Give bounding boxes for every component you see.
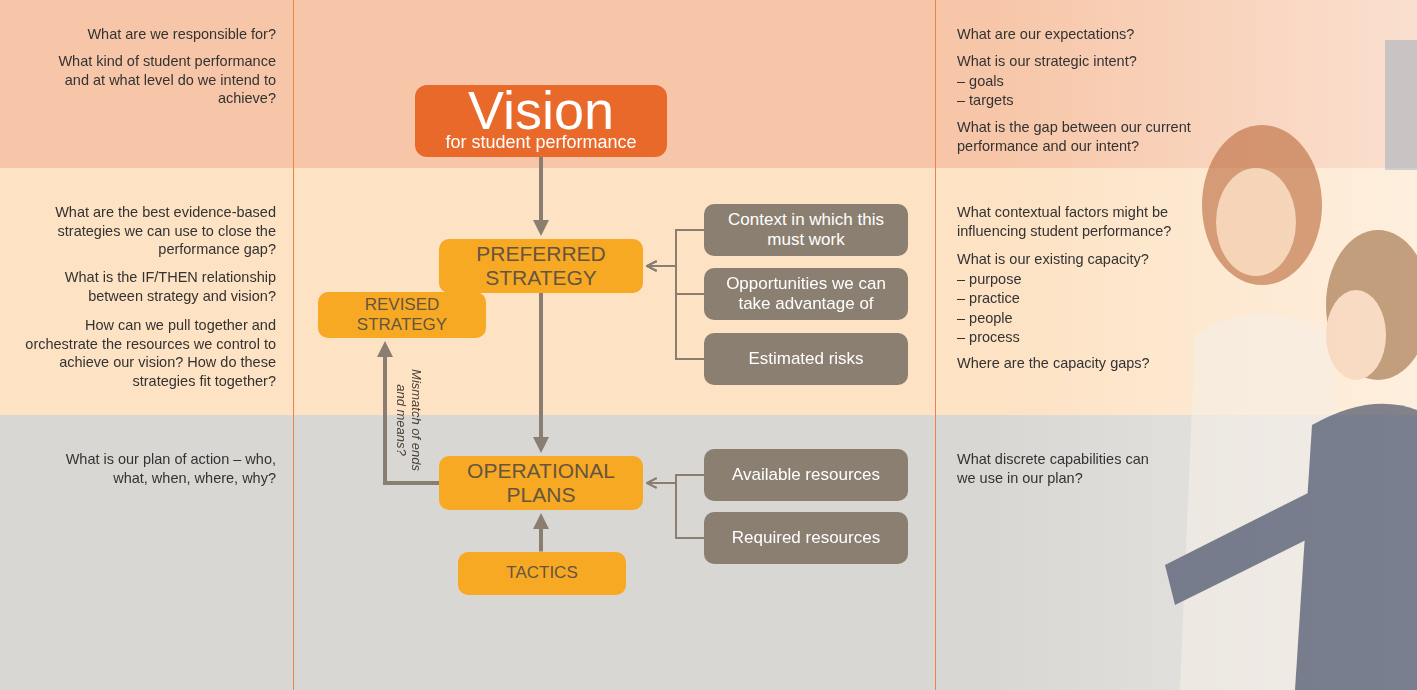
connector-arrow — [647, 230, 704, 266]
box-text: PREFERRED STRATEGY — [447, 242, 635, 290]
vision-box: Visionfor student performance — [415, 85, 667, 157]
reflection-question: What are our expectations? — [957, 25, 1219, 44]
column-rule — [293, 0, 294, 690]
student-arm — [1165, 482, 1342, 605]
reflection-question: – purpose — [957, 270, 1219, 289]
strategy-box: PREFERRED STRATEGY — [439, 239, 643, 293]
reflection-question: What is our existing capacity? — [957, 250, 1219, 269]
guiding-question: What is the IF/THEN relationship between… — [51, 268, 276, 305]
box-text: Required resources — [732, 528, 880, 548]
connector-arrow — [539, 293, 543, 437]
photo-illustration — [1165, 40, 1417, 690]
reflection-question: Where are the capacity gaps? — [957, 354, 1219, 373]
teacher-hair — [1202, 125, 1322, 285]
connector-arrow — [539, 157, 543, 220]
reflection-question: – practice — [957, 289, 1219, 308]
student-top — [1295, 404, 1417, 690]
column-rule — [935, 0, 936, 690]
edge-label: Mismatch of ends and means? — [394, 358, 424, 483]
box-text: TACTICS — [506, 563, 577, 583]
guiding-question: How can we pull together and orchestrate… — [16, 316, 276, 390]
photo-fade — [990, 0, 1417, 690]
connector-arrow — [539, 529, 543, 552]
tactics-box: TACTICS — [458, 552, 626, 595]
factor-box: Context in which this must work — [704, 204, 908, 256]
reflection-question: What discrete capabilities can we use in… — [957, 450, 1157, 487]
student-hair — [1326, 230, 1417, 380]
reflection-question: What is our strategic intent? — [957, 52, 1219, 71]
reflection-question: What contextual factors might be influen… — [957, 203, 1197, 240]
poster — [1385, 40, 1417, 170]
guiding-question: What is our plan of action – who, what, … — [41, 450, 276, 487]
box-text: Context in which this must work — [714, 210, 898, 250]
box-text: REVISED STRATEGY — [326, 295, 478, 335]
plans-box: OPERATIONAL PLANS — [439, 456, 643, 510]
reflection-question: What is the gap between our current perf… — [957, 118, 1212, 155]
guiding-question: What kind of student performance and at … — [51, 52, 276, 108]
resource-box: Available resources — [704, 449, 908, 501]
reflection-question: – people — [957, 309, 1219, 328]
box-text: OPERATIONAL PLANS — [447, 459, 635, 507]
factor-box: Estimated risks — [704, 333, 908, 385]
connector-arrow — [385, 357, 439, 483]
box-text: Opportunities we can take advantage of — [714, 274, 898, 314]
box-text: Available resources — [732, 465, 880, 485]
guiding-question: What are we responsible for? — [26, 25, 276, 44]
box-text: Vision — [468, 87, 614, 133]
connector-arrow — [647, 266, 704, 359]
resource-box: Required resources — [704, 512, 908, 564]
reflection-question: – goals — [957, 72, 1219, 91]
box-subtitle: for student performance — [445, 133, 636, 152]
teacher-face — [1216, 168, 1296, 276]
revised-strategy-box: REVISED STRATEGY — [318, 292, 486, 338]
connector-arrow — [647, 475, 704, 483]
reflection-question: – targets — [957, 91, 1219, 110]
factor-box: Opportunities we can take advantage of — [704, 268, 908, 320]
box-text: Estimated risks — [748, 349, 863, 369]
connector-arrow — [647, 483, 704, 538]
guiding-question: What are the best evidence-based strateg… — [31, 203, 276, 259]
reflection-question: – process — [957, 328, 1219, 347]
student-face — [1326, 290, 1386, 380]
